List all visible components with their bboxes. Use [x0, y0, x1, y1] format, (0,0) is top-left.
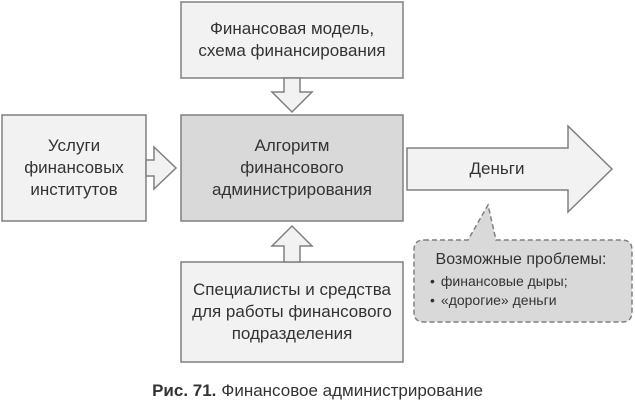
callout-content: Возможные проблемы: финансовые дыры; «до… [416, 250, 626, 310]
output-arrow [406, 124, 614, 214]
top-box [180, 1, 404, 79]
callout-list-item: «дорогие» деньги [430, 291, 626, 310]
left-box [1, 114, 147, 222]
callout-title: Возможные проблемы: [435, 251, 607, 268]
callout-list-item: финансовые дыры; [430, 272, 626, 291]
figure-caption: Рис. 71.Финансовое администрирование [0, 381, 635, 401]
center-box [180, 114, 404, 222]
bottom-box [180, 261, 404, 363]
arrow-bottom-to-center [270, 224, 314, 263]
figure-number: Рис. 71. [152, 381, 217, 400]
callout-list: финансовые дыры; «дорогие» деньги [416, 272, 626, 310]
arrow-top-to-center [270, 77, 314, 114]
arrow-left-to-center [145, 145, 178, 191]
figure-title: Финансовое администрирование [221, 381, 483, 400]
